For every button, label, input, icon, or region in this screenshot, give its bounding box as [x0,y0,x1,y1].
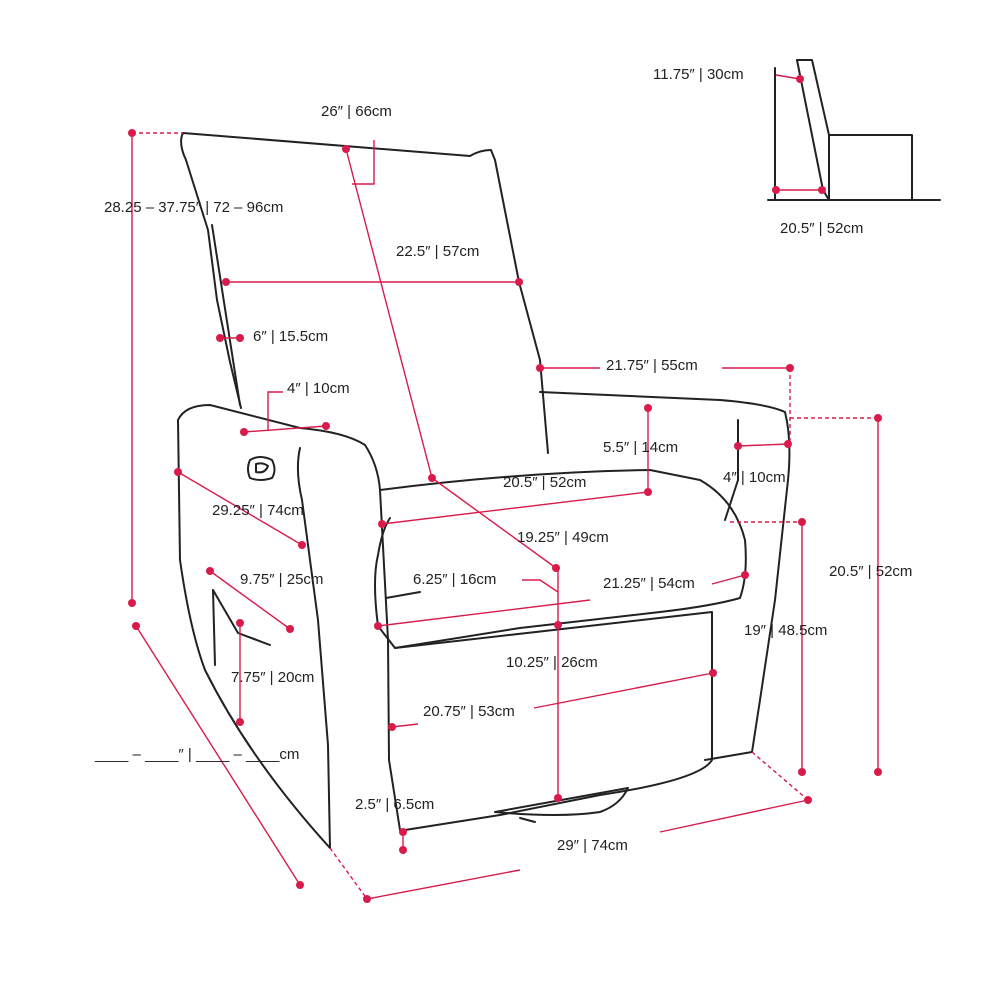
dimension-lines [131,74,879,900]
back-thickness-label: 6″ | 15.5cm [253,328,329,345]
seat-width-label: 20.5″ | 52cm [503,474,587,491]
seat-front-width-label: 21.25″ | 54cm [603,575,695,592]
right-arm-width-label: 4″ | 10cm [723,469,786,486]
arm-to-back-label: 21.75″ | 55cm [606,357,698,374]
recline-total-label: ____ – ____″ | ____ – ____cm [95,746,300,763]
dimension-endpoints [128,75,882,903]
back-width-label: 22.5″ | 57cm [396,243,480,260]
arm-front-height-label: 29.25″ | 74cm [212,502,304,519]
back-total-height-label: 28.25 – 37.75″ | 72 – 96cm [104,199,284,216]
base-width-label: 20.75″ | 53cm [423,703,515,720]
seat-height-label: 19″ | 48.5cm [744,622,828,639]
arm-width-label: 4″ | 10cm [287,380,350,397]
side-recline-label: 11.75″ | 30cm [653,66,744,83]
arm-height-label: 20.5″ | 52cm [829,563,913,580]
chair-outline [177,59,941,849]
overall-depth-label: 29″ | 74cm [557,837,628,854]
seat-depth-label: 19.25″ | 49cm [517,529,609,546]
swivel-base-label: 2.5″ | 6.5cm [355,796,435,813]
pocket-height-label: 7.75″ | 20cm [231,669,315,686]
back-length-label: 26″ | 66cm [321,103,392,120]
seat-back-cushion-label: 5.5″ | 14cm [603,439,679,456]
cushion-thickness-label: 6.25″ | 16cm [413,571,497,588]
side-depth-label: 20.5″ | 52cm [780,220,864,237]
pocket-width-label: 9.75″ | 25cm [240,571,324,588]
seat-front-height-label: 10.25″ | 26cm [506,654,598,671]
